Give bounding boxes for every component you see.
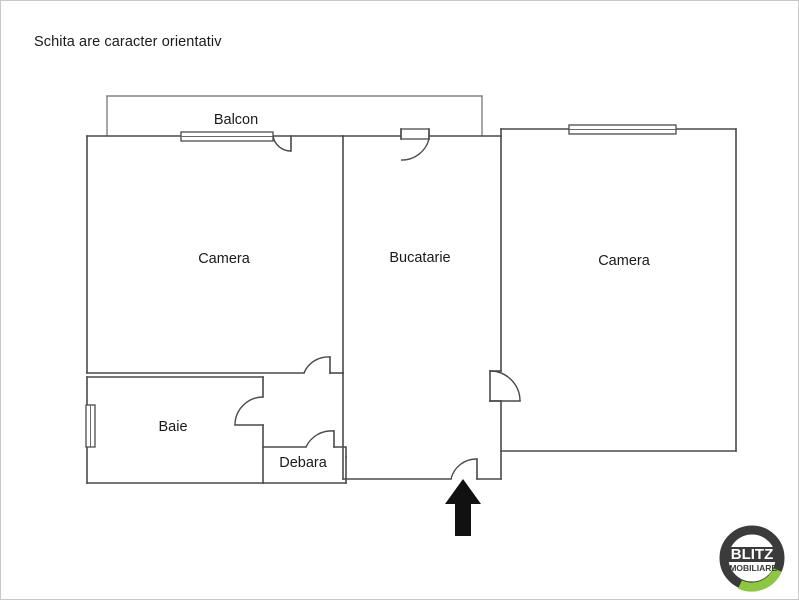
- kitchen-outline: [342, 135, 502, 480]
- main-entrance-arrow: [445, 479, 481, 536]
- main-entrance-door: [450, 458, 478, 480]
- kitchen-top-door: [400, 128, 430, 161]
- right-room-window: [568, 124, 677, 135]
- right-room-outline: [500, 128, 737, 452]
- left-room-outline: [86, 135, 344, 374]
- storage-outline: [262, 430, 347, 484]
- left-room-door: [303, 356, 331, 374]
- bathroom-door: [234, 396, 264, 426]
- balcony-outline: [106, 95, 483, 137]
- room-label-storage: Debara: [279, 455, 327, 471]
- room-label-kitchen: Bucatarie: [389, 250, 450, 266]
- room-label-balcony: Balcon: [214, 112, 258, 128]
- room-label-left-camera: Camera: [198, 251, 251, 267]
- bathroom-window: [85, 404, 96, 448]
- blitz-imobiliare-logo: BLITZ IMOBILIARE: [715, 523, 789, 593]
- logo-primary-text: BLITZ: [731, 546, 774, 563]
- room-label-right-camera: Camera: [598, 253, 651, 269]
- storage-door: [305, 430, 335, 448]
- bathroom-outline: [86, 376, 264, 484]
- balcony-window: [180, 131, 274, 142]
- room-label-bathroom: Baie: [158, 419, 187, 435]
- right-room-door: [489, 370, 521, 402]
- balcony-door: [272, 135, 292, 152]
- page-title: Schita are caracter orientativ: [34, 34, 222, 50]
- logo-secondary-text: IMOBILIARE: [727, 563, 777, 573]
